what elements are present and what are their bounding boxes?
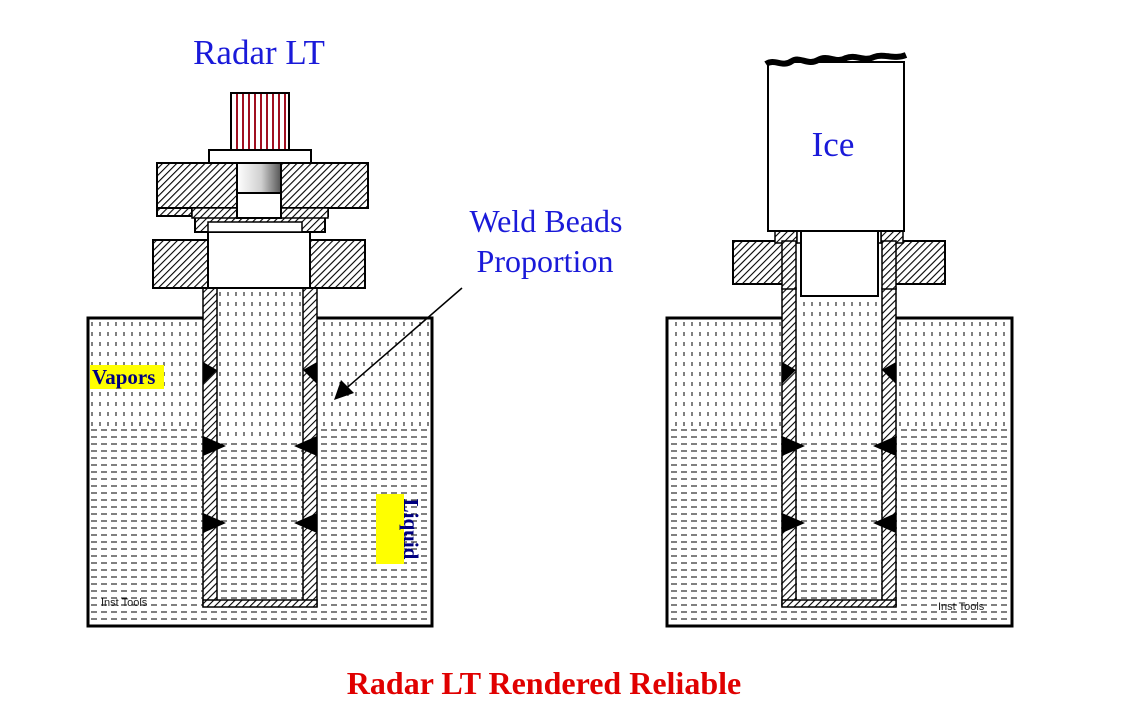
- right-assembly: Ice Inst Tools: [665, 52, 1014, 628]
- liquid-label: Liquid: [376, 494, 423, 564]
- right-flange: [732, 230, 946, 297]
- left-upper-flange: [156, 162, 369, 219]
- callout-line-2: Proportion: [477, 243, 614, 279]
- left-lower-flange: [152, 231, 366, 289]
- right-watermark: Inst Tools: [938, 601, 985, 613]
- ice-block: Ice: [764, 52, 908, 232]
- right-weld-beads: [782, 362, 896, 533]
- radar-head: [230, 92, 290, 151]
- radar-lt-title: Radar LT: [193, 33, 325, 72]
- ice-label: Ice: [812, 125, 855, 164]
- weld-beads-callout: Weld Beads Proportion: [470, 203, 631, 279]
- liquid-label-text: Liquid: [399, 499, 423, 560]
- figure-caption: Radar LT Rendered Reliable: [347, 665, 741, 701]
- left-neck: [236, 162, 282, 219]
- left-mount-plate: [208, 149, 312, 164]
- callout-line-1: Weld Beads: [470, 203, 623, 239]
- vapors-label-text: Vapors: [92, 365, 155, 389]
- left-weld-beads: [203, 362, 317, 533]
- left-assembly: Radar LT Weld Beads Proportion Vapors Li…: [86, 33, 631, 628]
- callout-arrow: [334, 287, 463, 400]
- left-watermark: Inst Tools: [101, 597, 148, 609]
- vapors-label: Vapors: [90, 365, 164, 389]
